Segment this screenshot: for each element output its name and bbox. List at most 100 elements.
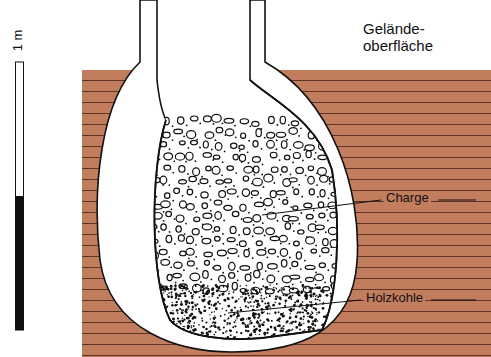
charcoal: [260, 292, 261, 293]
grit: [292, 283, 294, 285]
charcoal: [177, 317, 179, 319]
charcoal: [296, 326, 298, 328]
grit: [326, 209, 328, 211]
charcoal: [269, 313, 270, 314]
charcoal: [227, 298, 230, 301]
pebble: [271, 167, 278, 172]
pebble: [268, 116, 274, 123]
charcoal: [172, 331, 174, 333]
pebble: [214, 227, 219, 231]
pebble: [242, 189, 249, 196]
pebble: [174, 188, 180, 193]
grit: [304, 260, 306, 262]
grit: [319, 255, 321, 257]
charcoal: [160, 334, 163, 337]
charcoal: [316, 314, 317, 315]
pebble: [186, 236, 193, 244]
charcoal: [251, 342, 253, 344]
charcoal: [329, 330, 331, 332]
charcoal: [213, 317, 216, 320]
grit: [278, 270, 280, 272]
charcoal: [224, 299, 226, 301]
charcoal: [254, 341, 256, 343]
charcoal: [266, 296, 267, 297]
charcoal: [315, 308, 317, 310]
pebble: [202, 203, 207, 209]
charcoal: [258, 317, 260, 319]
pebble: [267, 140, 275, 148]
charcoal: [201, 320, 203, 322]
charcoal: [315, 298, 317, 300]
charcoal: [180, 296, 181, 297]
charcoal: [334, 309, 337, 312]
grit: [173, 160, 175, 162]
pebble: [296, 252, 301, 259]
charcoal: [209, 296, 210, 297]
grit: [341, 139, 343, 141]
charcoal: [303, 315, 305, 317]
charcoal: [229, 330, 232, 333]
pebble: [200, 179, 208, 184]
charcoal: [307, 320, 308, 321]
charcoal: [275, 297, 278, 300]
charcoal: [174, 304, 176, 306]
grit: [247, 151, 249, 153]
surface-label: Gelände- oberfläche: [363, 20, 473, 55]
charcoal: [294, 301, 296, 303]
charcoal: [253, 313, 256, 316]
grit: [156, 291, 158, 293]
charcoal: [343, 306, 345, 308]
charcoal: [317, 331, 319, 333]
pebble: [323, 287, 330, 291]
charcoal: [180, 334, 182, 336]
pebble: [178, 235, 184, 241]
pebble: [215, 143, 222, 151]
pebble: [202, 224, 212, 230]
charcoal: [305, 340, 307, 342]
pebble: [203, 141, 208, 148]
charcoal: [343, 293, 345, 295]
pebble: [228, 249, 237, 254]
pebble: [332, 144, 340, 151]
grit: [169, 184, 171, 186]
charcoal: [320, 336, 323, 339]
charcoal: [306, 335, 307, 336]
grit: [183, 269, 185, 271]
charcoal: [208, 300, 210, 302]
grit: [339, 284, 341, 286]
charcoal: [170, 287, 173, 290]
charcoal: [212, 293, 215, 296]
pebble: [154, 129, 161, 135]
charcoal: [278, 311, 280, 313]
charcoal: [323, 291, 324, 292]
pebble: [187, 261, 194, 266]
pebble: [167, 274, 172, 280]
grit: [225, 186, 227, 188]
charcoal: [302, 284, 305, 287]
charcoal: [273, 289, 275, 291]
charcoal: [211, 325, 213, 327]
grit: [224, 151, 226, 153]
charcoal: [313, 341, 316, 344]
pebble: [296, 167, 304, 173]
charcoal: [151, 330, 153, 332]
charcoal: [230, 309, 233, 312]
charcoal: [204, 306, 206, 308]
charcoal: [151, 299, 153, 301]
pebble: [332, 153, 339, 157]
charcoal: [181, 320, 184, 323]
furnace-wall: [97, 0, 357, 352]
charcoal: [174, 288, 177, 291]
charcoal: [186, 288, 188, 290]
charcoal: [312, 327, 314, 329]
charcoal: [257, 317, 259, 319]
furnace-chamber: [154, 0, 337, 339]
charcoal: [343, 289, 345, 291]
charcoal: [274, 311, 276, 313]
pebble: [186, 152, 193, 160]
charcoal: [281, 339, 284, 342]
charcoal: [306, 295, 308, 297]
charcoal: [173, 326, 176, 329]
charcoal: [259, 325, 261, 327]
charcoal: [183, 292, 186, 295]
